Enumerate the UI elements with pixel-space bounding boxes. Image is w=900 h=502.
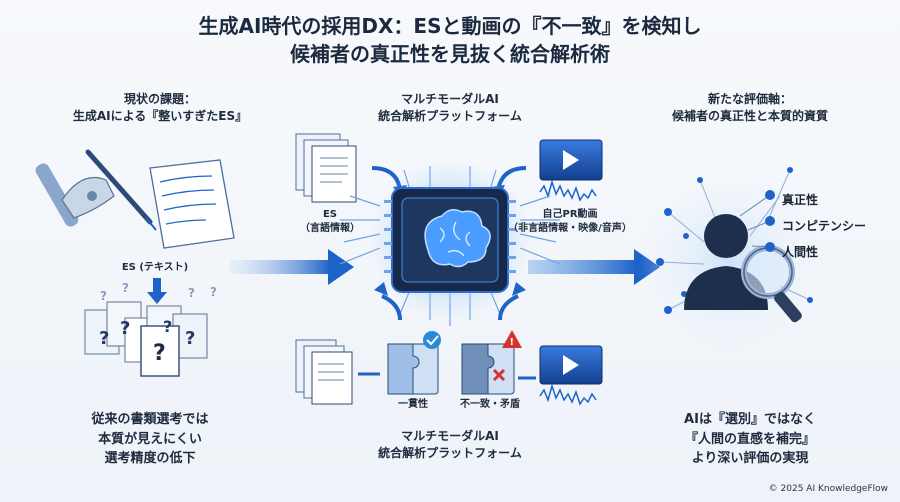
- right-bottom-line3: より深い評価の実現: [691, 451, 809, 466]
- svg-text:?: ?: [210, 285, 217, 299]
- title-line-1: 生成AI時代の採用DX：ESと動画の『不一致』を検知し: [198, 14, 702, 38]
- upward-arrow-left: [381, 294, 402, 321]
- svg-text:?: ?: [120, 318, 130, 339]
- svg-text:?: ?: [100, 289, 107, 303]
- left-header: 現状の課題： 生成AIによる『整いすぎたES』: [50, 91, 270, 126]
- es-language-label: ES （言語情報）: [290, 208, 370, 235]
- left-header-line2: 生成AIによる『整いすぎたES』: [72, 109, 248, 124]
- left-bottom-line3: 選考精度の低下: [104, 451, 196, 466]
- svg-text:?: ?: [153, 341, 166, 366]
- video-label-line1: 自己PR動画: [542, 209, 598, 220]
- right-header-line2: 候補者の真正性と本質的資質: [671, 109, 828, 124]
- upward-arrow-right: [498, 294, 519, 321]
- es-label-line1: ES: [322, 209, 338, 220]
- flow-arrow-left: [230, 249, 354, 285]
- attribute-competency: コンピテンシー: [782, 219, 867, 233]
- svg-text:?: ?: [185, 328, 195, 349]
- es-label-line2: （言語情報）: [300, 222, 360, 234]
- center-header: マルチモーダルAI 統合解析プラットフォーム: [340, 91, 560, 126]
- center-header-line2: 統合解析プラットフォーム: [378, 109, 522, 124]
- title-line-2: 候補者の真正性を見抜く統合解析術: [290, 42, 610, 66]
- inconsistency-label: 不一致・矛盾: [460, 399, 520, 410]
- attribute-humanity: 人間性: [782, 245, 819, 259]
- svg-text:?: ?: [188, 286, 195, 300]
- right-bottom-line2: 『人間の直感を補完』: [684, 431, 815, 447]
- center-footer: マルチモーダルAI 統合解析プラットフォーム: [340, 428, 560, 463]
- candidate-analysis-icon: [640, 167, 820, 352]
- left-bottom-line2: 本質が見えにくい: [98, 431, 202, 447]
- puzzle-inconsistent-icon: !: [461, 330, 522, 395]
- consistency-label: 一貫性: [398, 399, 428, 410]
- right-bottom-line1: AIは『選別』ではなく: [684, 412, 816, 427]
- attribute-authenticity: 真正性: [782, 193, 819, 207]
- es-document-icon-lower: [295, 339, 353, 405]
- es-document-icon: [295, 133, 357, 203]
- left-bottom-text: 従来の書類選考では 本質が見えにくい 選考精度の低下: [40, 410, 260, 469]
- attribute-list: 真正性 コンピテンシー 人間性: [782, 187, 866, 265]
- left-bottom-line1: 従来の書類選考では: [91, 412, 209, 427]
- right-header: 新たな評価軸： 候補者の真正性と本質的資質: [640, 91, 860, 126]
- svg-text:!: !: [510, 337, 515, 348]
- center-footer-line1: マルチモーダルAI: [401, 429, 499, 443]
- es-text-label: ES (テキスト): [121, 262, 189, 273]
- video-nonverbal-label: 自己PR動画 （非言語情報・映像/音声）: [505, 208, 635, 235]
- video-icon-top: [539, 139, 603, 202]
- question-documents-icon: ? ? ? ? ? ? ? ? ?: [84, 281, 217, 377]
- left-header-line1: 現状の課題：: [123, 92, 196, 106]
- right-bottom-text: AIは『選別』ではなく 『人間の直感を補完』 より深い評価の実現: [640, 410, 860, 469]
- copyright-text: © 2025 AI KnowledgeFlow: [768, 484, 888, 494]
- center-header-line1: マルチモーダルAI: [401, 92, 499, 106]
- down-arrow-icon: [147, 278, 167, 304]
- svg-text:?: ?: [99, 328, 109, 349]
- video-label-line2: （非言語情報・映像/音声）: [508, 222, 632, 234]
- center-footer-line2: 統合解析プラットフォーム: [378, 446, 522, 461]
- ai-chip-brain-icon: [370, 160, 530, 320]
- svg-text:?: ?: [163, 317, 172, 336]
- robot-hand-writing-icon: [35, 149, 235, 249]
- puzzle-consistent-icon: [387, 331, 441, 395]
- right-header-line1: 新たな評価軸：: [707, 92, 792, 106]
- svg-text:?: ?: [122, 281, 129, 295]
- attribute-bullets: [739, 190, 775, 252]
- video-icon-lower: [539, 345, 603, 406]
